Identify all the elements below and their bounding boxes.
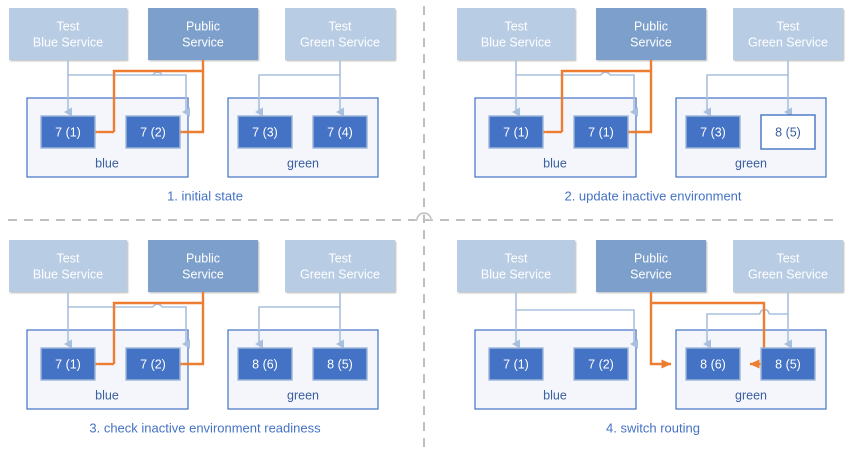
service-public[interactable]: Public Service <box>596 240 706 292</box>
environment-green-label: green <box>735 156 767 170</box>
instance-green-0-label: 8 (6) <box>252 357 278 371</box>
service-test-blue-label-2: Blue Service <box>481 35 551 49</box>
environment-green-label: green <box>287 388 319 402</box>
instance-green-1[interactable]: 8 (5) <box>760 347 816 381</box>
environment-green-label: green <box>735 388 767 402</box>
service-public-label-2: Service <box>182 267 224 281</box>
connector-test-blue <box>512 60 638 117</box>
service-test-blue[interactable]: Test Blue Service <box>457 240 575 292</box>
instance-green-1[interactable]: 8 (5) <box>760 114 816 150</box>
instance-green-1-label: 7 (4) <box>327 125 353 139</box>
service-public-label-2: Service <box>630 267 672 281</box>
service-test-blue[interactable]: Test Blue Service <box>457 8 575 60</box>
service-test-green[interactable]: Test Green Service <box>285 8 395 60</box>
panel-2: Test Blue Service Public Service Test Gr… <box>457 8 843 203</box>
instance-blue-1-label: 7 (2) <box>140 125 166 139</box>
instance-green-1-label: 8 (5) <box>775 125 801 139</box>
service-test-green[interactable]: Test Green Service <box>285 240 395 292</box>
connector-test-blue <box>64 292 190 349</box>
instance-green-0[interactable]: 8 (6) <box>237 347 293 381</box>
service-public-label-1: Public <box>186 251 220 265</box>
service-public-label-2: Service <box>630 35 672 49</box>
service-test-blue-label-1: Test <box>505 19 528 33</box>
instance-green-0[interactable]: 8 (6) <box>685 347 741 381</box>
service-test-blue[interactable]: Test Blue Service <box>9 8 127 60</box>
instance-blue-0-label: 7 (1) <box>503 125 529 139</box>
instance-blue-0-label: 7 (1) <box>55 125 81 139</box>
instance-green-1-label: 8 (5) <box>775 357 801 371</box>
connector-test-green <box>703 60 792 117</box>
service-test-green-label-1: Test <box>777 19 800 33</box>
instance-blue-1-label: 7 (1) <box>588 125 614 139</box>
instance-blue-1-label: 7 (2) <box>140 357 166 371</box>
connector-test-green <box>255 60 344 117</box>
instance-green-1[interactable]: 7 (4) <box>312 115 368 149</box>
instance-green-0[interactable]: 7 (3) <box>685 115 741 149</box>
service-test-blue[interactable]: Test Blue Service <box>9 240 127 292</box>
connector-test-blue <box>512 292 638 349</box>
instance-green-1-label: 8 (5) <box>327 357 353 371</box>
service-test-green-label-2: Green Service <box>748 35 828 49</box>
service-test-green[interactable]: Test Green Service <box>733 240 843 292</box>
panel-4-caption: 4. switch routing <box>606 420 700 435</box>
divider-crossing-hop-line <box>416 212 432 221</box>
connector-test-green <box>255 292 344 349</box>
service-test-blue-label-1: Test <box>57 251 80 265</box>
instance-blue-1-label: 7 (2) <box>588 357 614 371</box>
routing-public-to-blue <box>537 60 653 137</box>
instance-blue-1[interactable]: 7 (2) <box>125 115 181 149</box>
instance-blue-0[interactable]: 7 (1) <box>488 115 544 149</box>
service-public-label-2: Service <box>182 35 224 49</box>
service-test-green-label-2: Green Service <box>300 267 380 281</box>
panel-3: Test Blue Service Public Service Test Gr… <box>9 240 395 435</box>
environment-blue-label: blue <box>543 156 567 170</box>
instance-green-0[interactable]: 7 (3) <box>237 115 293 149</box>
routing-public-to-blue <box>89 60 205 137</box>
service-test-blue-label-1: Test <box>57 19 80 33</box>
service-test-blue-label-1: Test <box>505 251 528 265</box>
service-test-green-label-1: Test <box>329 251 352 265</box>
service-public[interactable]: Public Service <box>148 8 258 60</box>
instance-blue-0-label: 7 (1) <box>503 357 529 371</box>
service-public[interactable]: Public Service <box>596 8 706 60</box>
instance-green-0-label: 7 (3) <box>700 125 726 139</box>
service-test-green-label-2: Green Service <box>300 35 380 49</box>
service-test-green[interactable]: Test Green Service <box>733 8 843 60</box>
service-public-label-1: Public <box>634 251 668 265</box>
panel-1-caption: 1. initial state <box>167 188 243 203</box>
routing-public-to-blue <box>89 292 205 369</box>
instance-blue-1[interactable]: 7 (1) <box>573 115 629 149</box>
instance-green-0-label: 8 (6) <box>700 357 726 371</box>
service-test-green-label-1: Test <box>777 251 800 265</box>
panel-dividers <box>8 6 840 450</box>
environment-blue-label: blue <box>95 388 119 402</box>
service-public[interactable]: Public Service <box>148 240 258 292</box>
instance-blue-0[interactable]: 7 (1) <box>488 347 544 381</box>
panel-1: Test Blue Service Public Service Test Gr… <box>9 8 395 203</box>
service-public-label-1: Public <box>186 19 220 33</box>
service-test-blue-label-2: Blue Service <box>481 267 551 281</box>
connector-test-green <box>703 292 792 349</box>
service-test-blue-label-2: Blue Service <box>33 267 103 281</box>
panel-2-caption: 2. update inactive environment <box>564 188 741 203</box>
environment-blue-label: blue <box>543 388 567 402</box>
panel-3-caption: 3. check inactive environment readiness <box>89 420 321 435</box>
environment-green-label: green <box>287 156 319 170</box>
service-test-green-label-1: Test <box>329 19 352 33</box>
instance-blue-0-label: 7 (1) <box>55 357 81 371</box>
service-public-label-1: Public <box>634 19 668 33</box>
instance-green-0-label: 7 (3) <box>252 125 278 139</box>
instance-blue-0[interactable]: 7 (1) <box>40 115 96 149</box>
instance-green-1[interactable]: 8 (5) <box>312 347 368 381</box>
panel-4: Test Blue Service Public Service Test Gr… <box>457 240 843 435</box>
service-test-green-label-2: Green Service <box>748 267 828 281</box>
instance-blue-1[interactable]: 7 (2) <box>125 347 181 381</box>
service-test-blue-label-2: Blue Service <box>33 35 103 49</box>
environment-blue-label: blue <box>95 156 119 170</box>
instance-blue-0[interactable]: 7 (1) <box>40 347 96 381</box>
connector-test-blue <box>64 60 190 117</box>
instance-blue-1[interactable]: 7 (2) <box>573 347 629 381</box>
